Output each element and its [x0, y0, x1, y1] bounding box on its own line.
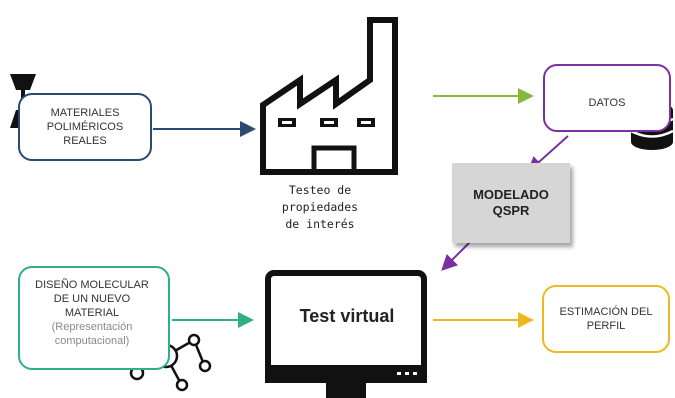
modelado-qspr-box: MODELADO QSPR — [452, 163, 570, 243]
qspr-line-1: MODELADO — [473, 187, 549, 202]
factory-caption-line-1: Testeo de propiedades — [281, 183, 359, 214]
factory-caption: Testeo de propiedades de interés — [250, 182, 390, 233]
arrow-qspr-to-test-virtual — [441, 239, 473, 271]
qspr-line-2: QSPR — [492, 203, 530, 218]
estimacion-perfil-box: ESTIMACIÓN DEL PERFIL — [542, 285, 670, 353]
datos-label: DATOS — [588, 97, 626, 109]
factory-caption-line-2: de interés — [285, 217, 355, 231]
estimacion-label: ESTIMACIÓN DEL PERFIL — [559, 306, 653, 332]
factory-icon — [260, 17, 398, 175]
materiales-polimericos-box: MATERIALES POLIMÉRICOS REALES — [18, 93, 152, 161]
diseno-label: DISEÑO MOLECULAR DE UN NUEVO MATERIAL — [35, 279, 149, 319]
materiales-label: MATERIALES POLIMÉRICOS REALES — [46, 107, 124, 147]
diseno-sublabel: (Representación computacional) — [51, 321, 133, 347]
monitor-icon — [265, 270, 427, 398]
diseno-molecular-box: DISEÑO MOLECULAR DE UN NUEVO MATERIAL (R… — [18, 266, 170, 370]
test-virtual-label: Test virtual — [299, 306, 395, 326]
datos-box: DATOS — [543, 64, 671, 132]
